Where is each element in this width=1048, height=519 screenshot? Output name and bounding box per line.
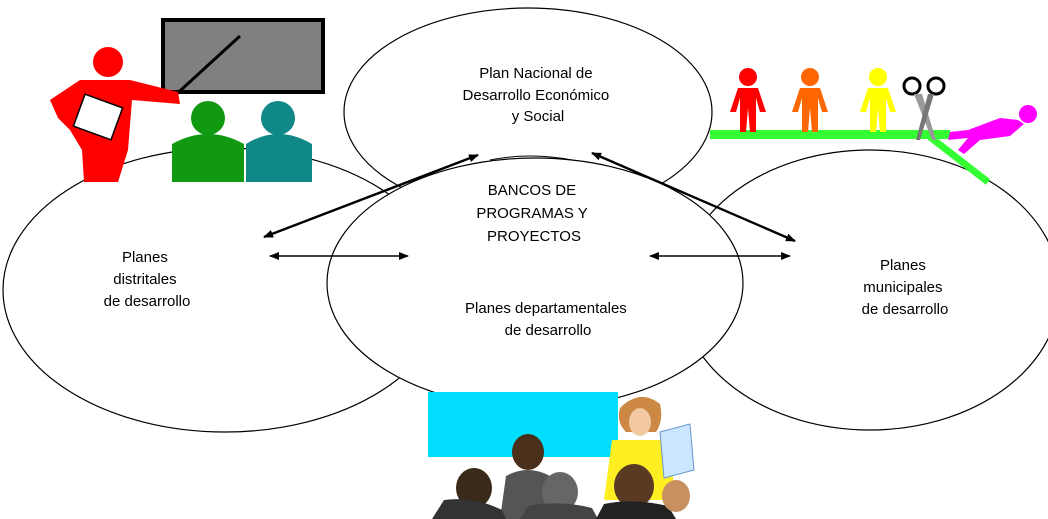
- people-chain-icon: [710, 68, 1037, 185]
- label-bancos: BANCOS DE PROGRAMAS Y PROYECTOS: [476, 182, 591, 245]
- label-distritales: Planes distritales de desarrollo: [104, 249, 191, 310]
- pointer-stick: [168, 34, 242, 102]
- arrow-nacional-municipales: [591, 151, 796, 243]
- label-municipales: Planes municipales de desarrollo: [862, 257, 949, 318]
- meeting-presenter-icon: [428, 392, 695, 519]
- arrow-distritales-nacional: [263, 153, 479, 239]
- platform: [710, 130, 950, 139]
- label-nacional: Plan Nacional de Desarrollo Económico y …: [463, 65, 614, 125]
- teacher-pointing-icon: [50, 18, 325, 182]
- label-departamentales: Planes departamentales de desarrollo: [465, 300, 631, 339]
- bancos-arc: [489, 155, 573, 161]
- blackboard: [161, 18, 325, 94]
